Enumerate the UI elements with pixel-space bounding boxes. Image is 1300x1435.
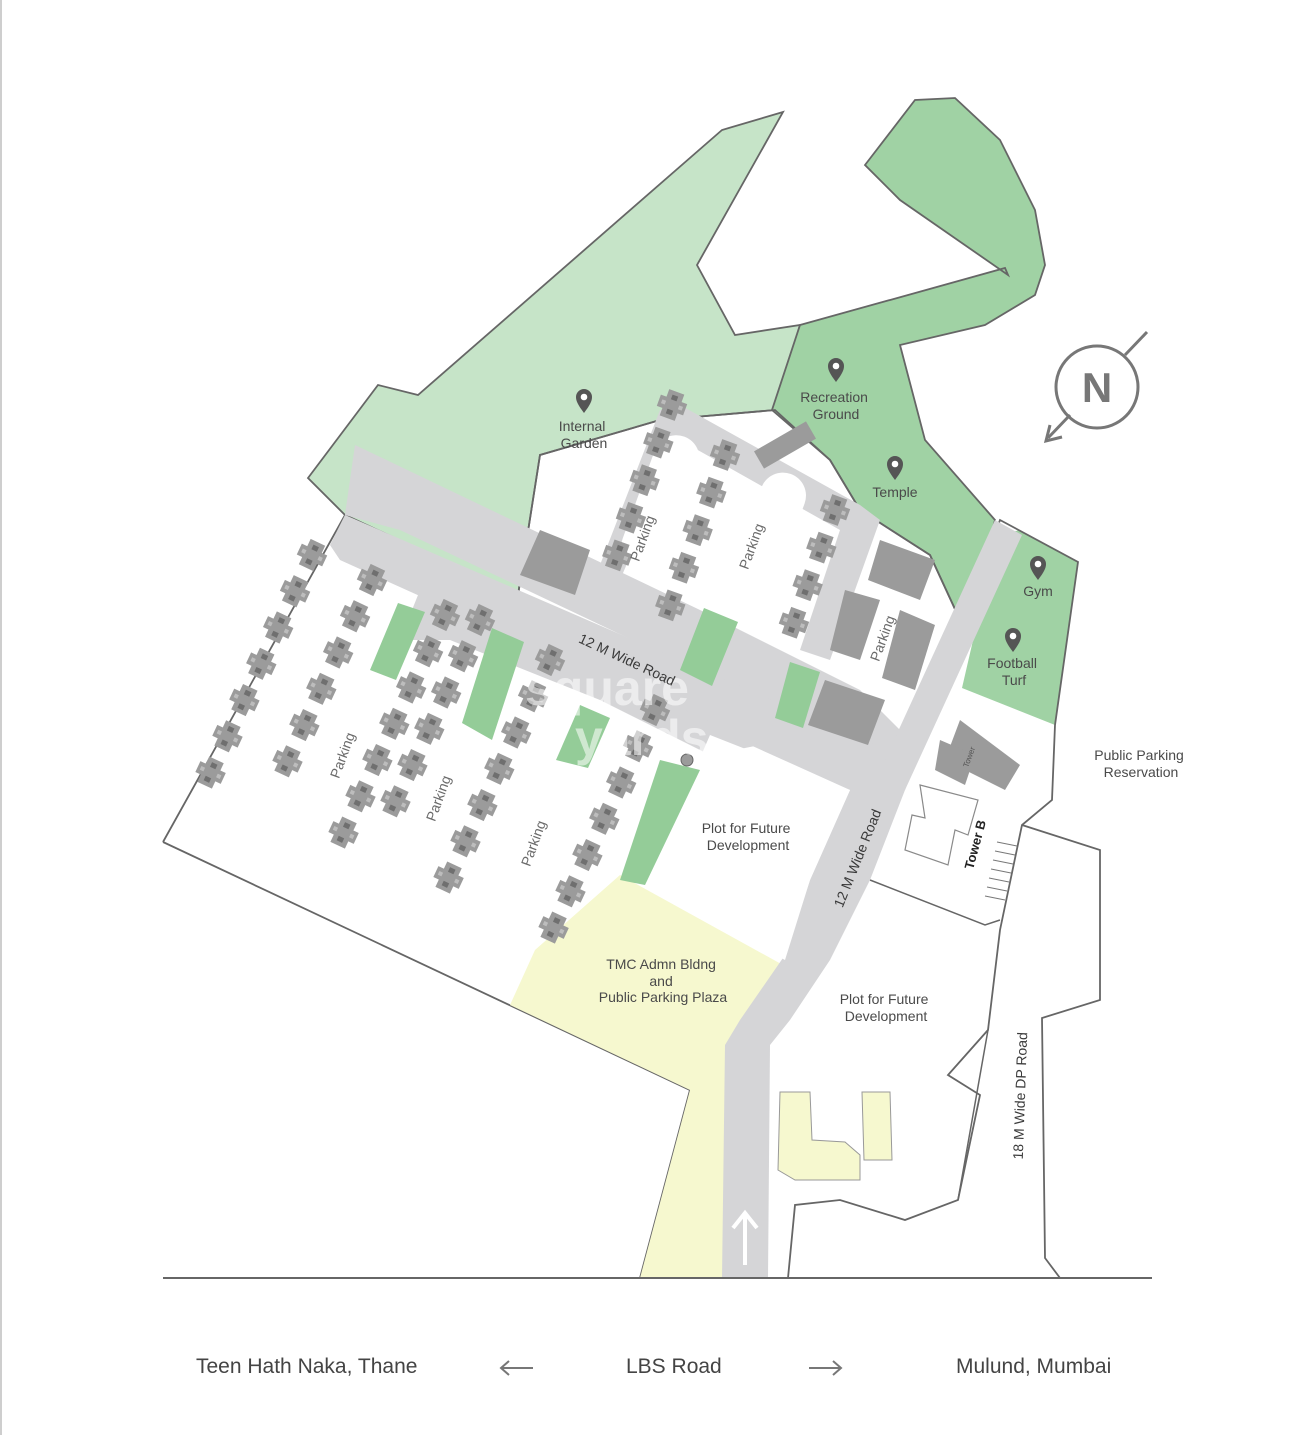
svg-text:yards: yards [575,710,708,766]
tmc-plaza-area [510,875,783,1278]
svg-text:square: square [525,660,689,716]
recreation-ground-label: Recreation Ground [800,389,872,422]
tmc-plaza-label: TMC Admn Bldng and Public Parking Plaza [599,956,728,1005]
yellow-building [777,1091,861,1181]
plot-future-development-1 [645,735,850,960]
roads [330,405,1022,1278]
arrow-right-icon [805,1357,845,1385]
staircase [984,841,1018,901]
gym-label: Gym [1023,583,1053,599]
arrow-left-icon [497,1357,537,1385]
compass-letter: N [1082,364,1112,411]
temple-label: Temple [872,484,917,500]
marker-circle [680,753,694,767]
plot-future-development-1-label: Plot for Future Development [702,820,795,853]
football-turf-label: Football Turf [987,655,1041,688]
yellow-building-small [861,1091,893,1161]
compass-icon: N [1043,330,1149,444]
road-18m-label: 18 M Wide DP Road [1010,1032,1030,1160]
tower-b-outline [904,784,979,866]
green-strips [370,603,820,885]
direction-left-label: Teen Hath Naka, Thane [196,1355,418,1378]
watermark: square yards [525,660,708,766]
plot-future-development-2-label: Plot for Future Development [840,991,933,1024]
road-name-label: LBS Road [626,1355,722,1378]
internal-garden-label: Internal Garden [559,418,610,451]
arrow-up-icon [731,1209,759,1265]
public-parking-reservation-label: Public Parking Reservation [1094,747,1187,780]
building-rows [191,387,1020,947]
direction-right-label: Mulund, Mumbai [956,1355,1112,1378]
